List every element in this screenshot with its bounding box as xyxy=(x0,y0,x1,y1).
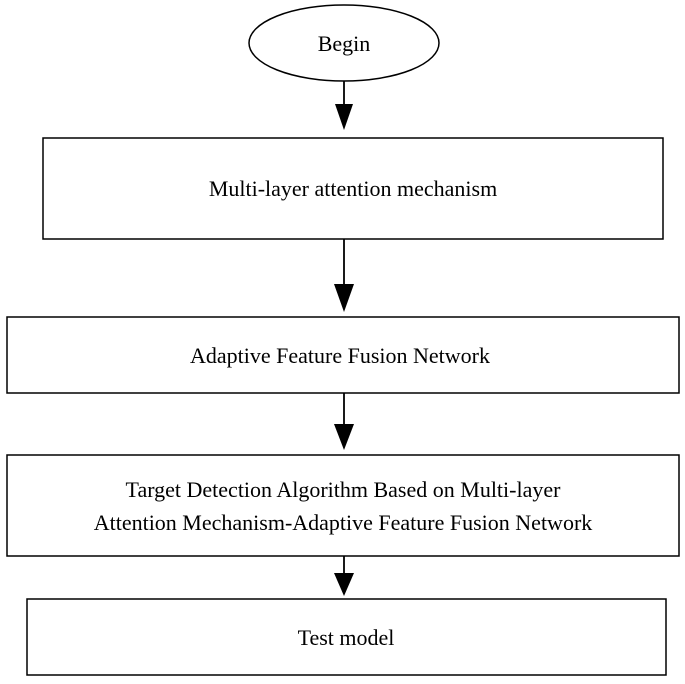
arrow-begin-to-step-1 xyxy=(335,81,353,130)
arrow-step-3-to-step-4 xyxy=(334,556,354,596)
step-1-box xyxy=(42,137,664,240)
step-1-node: Multi-layer attention mechanism xyxy=(42,137,664,240)
step-4-label: Test model xyxy=(298,625,395,650)
arrow-step-1-to-step-2 xyxy=(334,239,354,312)
step-1-label: Multi-layer attention mechanism xyxy=(209,176,497,201)
step-2-label: Adaptive Feature Fusion Network xyxy=(190,343,490,368)
arrow-step-2-to-step-3 xyxy=(334,393,354,450)
step-2-node: Adaptive Feature Fusion Network xyxy=(6,316,680,394)
step-3-label-line-2: Attention Mechanism-Adaptive Feature Fus… xyxy=(94,510,593,535)
step-3-box xyxy=(6,454,680,557)
step-3-label-line-1: Target Detection Algorithm Based on Mult… xyxy=(126,477,562,502)
start-label: Begin xyxy=(318,31,371,56)
start-node: Begin xyxy=(248,4,440,82)
step-4-box xyxy=(26,598,667,676)
step-2-box xyxy=(6,316,680,394)
step-4-node: Test model xyxy=(26,598,667,676)
step-3-node: Target Detection Algorithm Based on Mult… xyxy=(6,454,680,557)
